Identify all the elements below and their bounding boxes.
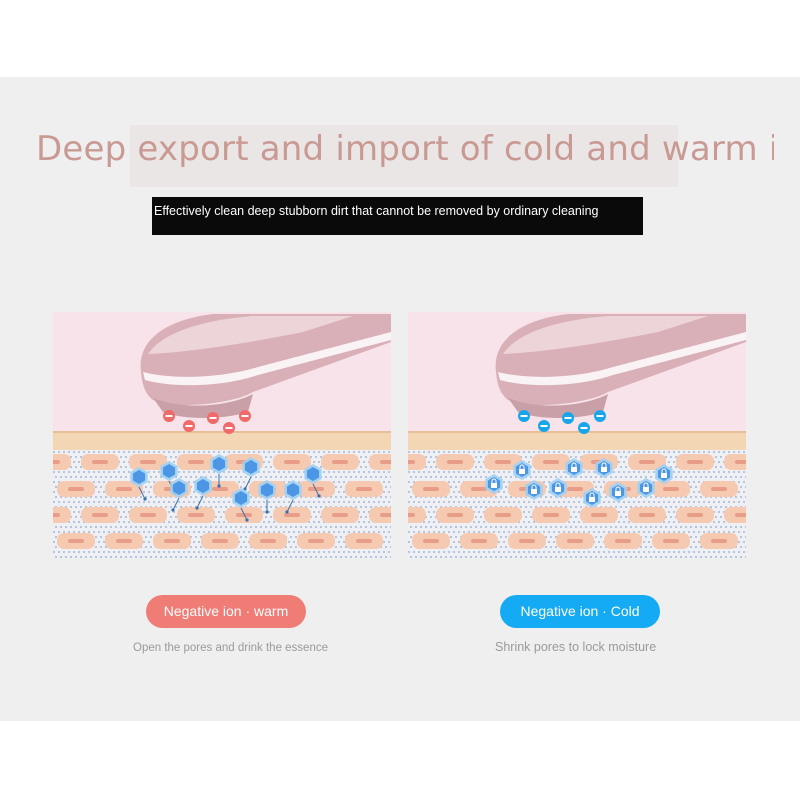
- product-infographic: Deep export and import of cold and warm …: [0, 77, 800, 721]
- beauty-device: [140, 314, 391, 418]
- warm-caption: Open the pores and drink the essence: [133, 642, 328, 654]
- skin-cell: [53, 454, 71, 470]
- skin-cell: [408, 454, 426, 470]
- skin-surface: [408, 432, 746, 450]
- beauty-device: [495, 314, 746, 418]
- cold-mode-badge: Negative ion · Cold: [500, 595, 660, 628]
- headline: Deep export and import of cold and warm …: [36, 129, 774, 169]
- warm-ion-illustration: [53, 312, 391, 558]
- cold-ion-illustration: [408, 312, 746, 558]
- subtitle-text: Effectively clean deep stubborn dirt tha…: [154, 204, 599, 218]
- headline-band: [130, 125, 678, 187]
- warm-mode-badge: Negative ion · warm: [146, 595, 306, 628]
- subtitle-bar: Effectively clean deep stubborn dirt tha…: [152, 197, 643, 235]
- cold-caption: Shrink pores to lock moisture: [495, 640, 657, 654]
- skin-cell: [408, 507, 426, 523]
- skin-cell: [53, 507, 71, 523]
- skin-surface: [53, 432, 391, 450]
